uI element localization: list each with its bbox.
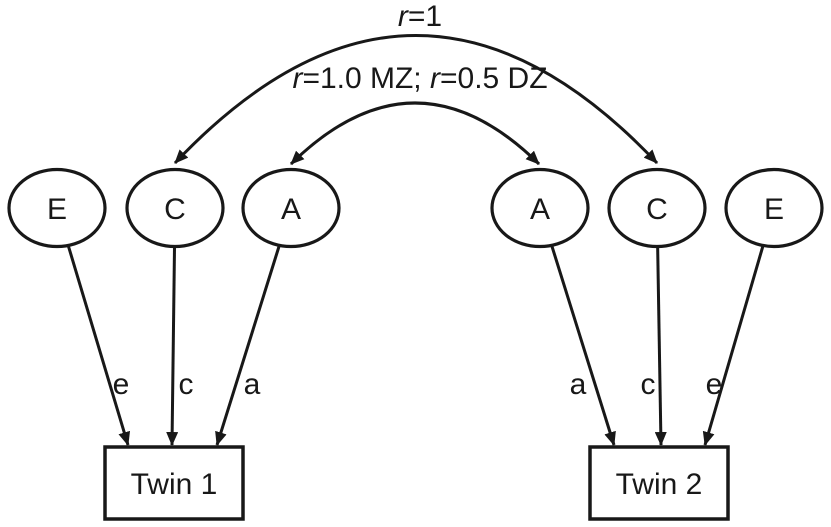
latent-node-A-twin2 bbox=[490, 167, 590, 249]
a-correlation-arc bbox=[289, 101, 541, 166]
latent-node-A-twin1 bbox=[241, 167, 341, 249]
latent-node-C-twin1 bbox=[125, 167, 225, 249]
latent-label-C-twin2: C bbox=[646, 193, 668, 226]
path-arrow-a-twin1 bbox=[215, 207, 293, 446]
path-arrow-e-twin1 bbox=[55, 207, 131, 446]
c-correlation-arc bbox=[173, 34, 659, 165]
latent-label-E-twin1: E bbox=[47, 193, 67, 226]
latent-label-A-twin1: A bbox=[281, 193, 301, 226]
path-coefficient-e-twin2: e bbox=[706, 368, 723, 401]
latent-label-E-twin2: E bbox=[764, 193, 784, 226]
twin2-label: Twin 2 bbox=[616, 468, 703, 501]
a-correlation-label: r=1.0 MZ; r=0.5 DZ bbox=[292, 62, 547, 95]
twin1-label: Twin 1 bbox=[131, 468, 218, 501]
c-correlation-label: r=1 bbox=[398, 0, 442, 33]
latent-node-E-twin1 bbox=[7, 167, 107, 249]
path-coefficient-a-twin1: a bbox=[244, 368, 261, 401]
path-coefficient-c-twin2: c bbox=[641, 368, 656, 401]
path-coefficient-c-twin1: c bbox=[179, 368, 194, 401]
latent-node-E-twin2 bbox=[724, 167, 824, 249]
path-coefficient-e-twin1: e bbox=[113, 368, 130, 401]
path-arrow-e-twin2 bbox=[702, 207, 776, 446]
latent-label-C-twin1: C bbox=[164, 193, 186, 226]
twin1-box bbox=[103, 445, 245, 521]
latent-label-A-twin2: A bbox=[530, 193, 550, 226]
twin2-box bbox=[588, 445, 730, 521]
path-arrow-a-twin2 bbox=[538, 207, 616, 446]
path-coefficient-a-twin2: a bbox=[570, 368, 587, 401]
latent-node-C-twin2 bbox=[607, 167, 707, 249]
